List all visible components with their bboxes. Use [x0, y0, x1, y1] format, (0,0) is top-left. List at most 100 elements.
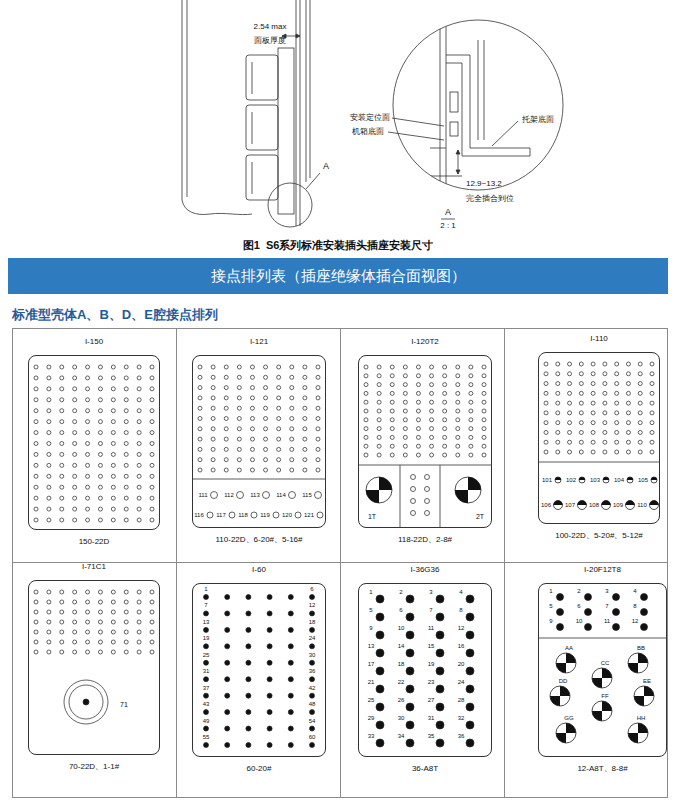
contact-pin [430, 409, 434, 413]
contact-pin [137, 452, 141, 456]
contact-pin [626, 421, 630, 425]
contact-pin [237, 492, 244, 499]
contact-pin [277, 406, 281, 410]
contact-pin [124, 496, 128, 500]
contact-pin [198, 417, 202, 421]
coax-quadrant [628, 663, 638, 673]
contact-pin [277, 447, 281, 451]
contact-pin [403, 427, 407, 431]
contact-half [554, 501, 563, 506]
contact-spec: 12-A8T、8-8# [530, 765, 675, 773]
contact-pin [224, 468, 228, 472]
pin-number: 26 [398, 697, 405, 703]
contact-pin [469, 374, 473, 378]
contact-pin [430, 418, 434, 422]
contact-spec: 118-22D、2-8# [350, 536, 500, 544]
contact-pin [482, 409, 486, 413]
leader-line [388, 132, 444, 140]
contact-pin [98, 376, 102, 380]
contact-pin [224, 427, 228, 431]
contact-pin [124, 630, 128, 634]
contact-pin [47, 630, 51, 634]
insert-outline [358, 355, 492, 528]
contact-pins [34, 362, 667, 748]
contact-pin [603, 382, 607, 386]
pin-number: 31 [428, 715, 435, 721]
pin-number: 9 [369, 625, 372, 631]
contact-pin [73, 620, 77, 624]
pin-number: 11 [604, 618, 610, 624]
drawing-label: 2 : 1 [440, 222, 456, 230]
pin-number: 32 [458, 715, 465, 721]
contact-pin [34, 590, 38, 594]
contact-pin [60, 409, 64, 413]
contact-pin [34, 431, 38, 435]
drawing-label: 机箱底面 [352, 128, 384, 136]
contact-pin [602, 501, 611, 510]
contact-pin [204, 611, 209, 616]
contact-pin [98, 431, 102, 435]
contact-pin [34, 620, 38, 624]
contact-pin [443, 453, 447, 457]
pin-number: 14 [398, 643, 405, 649]
detail-circle [393, 20, 563, 190]
contact-pin [556, 382, 560, 386]
insert-layout: I-120T2118-22D、2-8# [350, 335, 500, 554]
contact-pin [267, 677, 272, 682]
contact-pin [615, 391, 619, 395]
divider-line [192, 479, 326, 480]
contact-pin [615, 401, 619, 405]
contact-pin [86, 507, 90, 511]
contact-pin [443, 365, 447, 369]
contact-pin [246, 743, 251, 748]
contact-pin [47, 485, 51, 489]
contact-pin [86, 485, 90, 489]
contact-pin [638, 391, 642, 395]
contact-pin [60, 610, 64, 614]
contact-pin [641, 624, 648, 631]
contact-pin [591, 450, 595, 454]
contact-pin [224, 375, 228, 379]
contact-pin [638, 372, 642, 376]
contact-detail [450, 122, 458, 136]
contact-pin [124, 376, 128, 380]
contact-pin [111, 496, 115, 500]
contact-pin [250, 468, 254, 472]
contact-pin [466, 649, 474, 657]
contact-pin [251, 512, 257, 518]
contact-pin [204, 693, 209, 698]
contact-half [578, 501, 587, 506]
coax-contact [556, 723, 576, 743]
pin-number: EE [643, 678, 651, 684]
contact-pin [303, 458, 307, 462]
contact-pin [198, 468, 202, 472]
contact-pin [436, 703, 444, 711]
contact-pin [73, 420, 77, 424]
contact-pin [60, 474, 64, 478]
contact-pin [124, 610, 128, 614]
contact-pin [124, 640, 128, 644]
contact-pin [237, 458, 241, 462]
contact-pin [111, 452, 115, 456]
coax-contact [634, 686, 654, 706]
contact-pin [224, 417, 228, 421]
contact-pin [246, 677, 251, 682]
pin-number: 5 [549, 603, 552, 609]
contact-pin [430, 400, 434, 404]
drawing-label: 2.54 max [254, 23, 287, 31]
contact-pin [225, 743, 230, 748]
contact-pin [443, 400, 447, 404]
contact-pin [556, 372, 560, 376]
contact-pin [267, 627, 272, 632]
contact-pin [229, 512, 235, 518]
contact-pin [615, 430, 619, 434]
pin-number: 48 [309, 701, 316, 707]
contact-pin [603, 430, 607, 434]
contact-pin [650, 372, 654, 376]
pin-number: 21 [368, 679, 375, 685]
contact-pin [466, 703, 474, 711]
contact-pin [47, 387, 51, 391]
pin-number: 121 [304, 512, 314, 518]
contact-pin [416, 418, 420, 422]
